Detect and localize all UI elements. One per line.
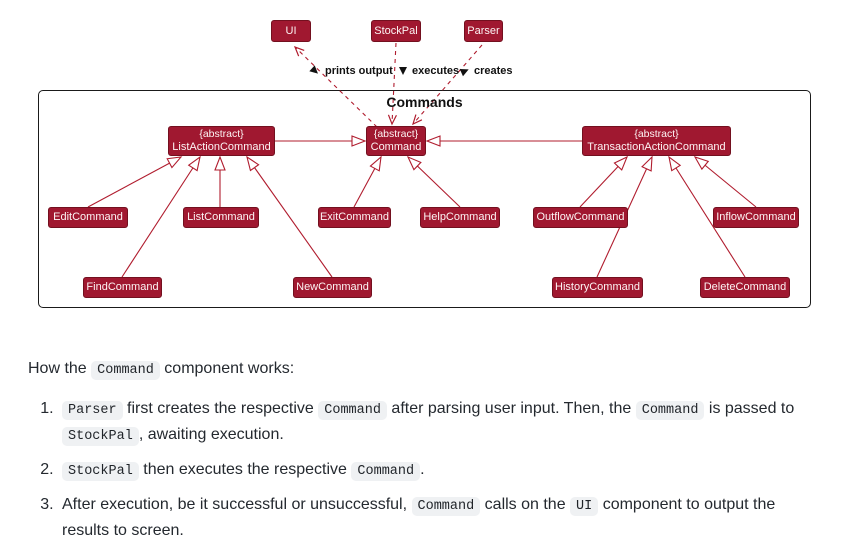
class-box-list-command: ListCommand xyxy=(183,207,259,228)
stereotype-label: {abstract} xyxy=(373,128,419,140)
stereotype-label: {abstract} xyxy=(199,128,244,140)
class-box-ui: UI xyxy=(271,20,311,42)
list-item-1: Parser first creates the respective Comm… xyxy=(58,396,816,448)
inline-code: Command xyxy=(411,496,481,516)
class-label: ExitCommand xyxy=(319,211,390,223)
class-label: TransactionActionCommand xyxy=(587,141,726,153)
class-box-exit-command: ExitCommand xyxy=(318,207,391,228)
class-box-outflow-command: OutflowCommand xyxy=(533,207,628,228)
intro-paragraph: How the Command component works: xyxy=(28,360,295,380)
inheritance-edges xyxy=(87,135,757,278)
class-label: HelpCommand xyxy=(423,211,497,223)
list-item-3: After execution, be it successful or uns… xyxy=(58,492,816,544)
edge-label-prints-output: prints output xyxy=(325,65,393,77)
inline-code: Parser xyxy=(62,400,123,420)
class-label: EditCommand xyxy=(53,211,123,223)
class-label: NewCommand xyxy=(296,281,369,293)
class-label: Parser xyxy=(467,24,500,37)
inline-code: StockPal xyxy=(62,461,139,481)
class-label: ListActionCommand xyxy=(172,141,271,153)
class-label: StockPal xyxy=(374,24,418,37)
stereotype-label: {abstract} xyxy=(634,128,679,140)
class-label: DeleteCommand xyxy=(703,281,787,293)
class-label: FindCommand xyxy=(86,281,159,293)
class-label: InflowCommand xyxy=(716,211,796,223)
inline-code: Command xyxy=(91,361,160,380)
class-label: HistoryCommand xyxy=(555,281,640,293)
class-box-help-command: HelpCommand xyxy=(420,207,500,228)
class-box-history-command: HistoryCommand xyxy=(552,277,643,298)
edge-label-creates: creates xyxy=(474,65,513,77)
inline-code: UI xyxy=(570,496,599,516)
class-box-new-command: NewCommand xyxy=(293,277,372,298)
class-box-transaction-action-command: {abstract} TransactionActionCommand xyxy=(582,126,731,156)
commands-class-diagram: Commands xyxy=(38,20,811,308)
arrow-direction-icon xyxy=(399,67,407,75)
class-label: OutflowCommand xyxy=(536,211,625,223)
class-box-delete-command: DeleteCommand xyxy=(700,277,790,298)
dependency-edges xyxy=(293,42,483,128)
inline-code: Command xyxy=(318,400,387,420)
class-box-inflow-command: InflowCommand xyxy=(713,207,799,228)
inline-code: Command xyxy=(351,461,421,481)
class-label: UI xyxy=(285,24,297,37)
class-box-list-action-command: {abstract} ListActionCommand xyxy=(168,126,275,156)
frame-title: Commands xyxy=(386,94,463,110)
class-box-find-command: FindCommand xyxy=(83,277,162,298)
class-box-stockpal: StockPal xyxy=(371,20,421,42)
inline-code: Command xyxy=(635,400,705,420)
class-box-edit-command: EditCommand xyxy=(48,207,128,228)
class-label: ListCommand xyxy=(187,211,255,223)
class-box-parser: Parser xyxy=(464,20,503,42)
diagram-edges xyxy=(87,42,757,278)
list-item-2: StockPal then executes the respective Co… xyxy=(58,457,816,483)
how-it-works-list: Parser first creates the respective Comm… xyxy=(28,396,816,544)
class-box-command: {abstract} Command xyxy=(366,126,426,156)
explanation-section: How the Command component works: Parser … xyxy=(28,356,816,543)
inline-code: StockPal xyxy=(62,426,139,446)
class-label: Command xyxy=(370,141,422,153)
edge-label-executes: executes xyxy=(412,65,460,77)
